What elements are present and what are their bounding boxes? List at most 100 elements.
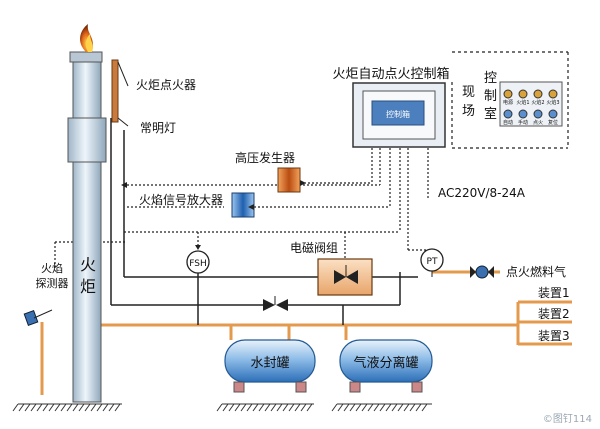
ground-hatch-mark [222,403,229,412]
panel-button-label: 手动 [518,119,528,126]
ground-hatch-mark [30,403,37,412]
panel-indicator-icon [533,89,543,99]
panel-indicator-icon [548,109,558,119]
ground-hatch-mark [270,403,277,412]
panel-indicator-icon [503,89,513,99]
ground-hatch-mark [337,403,344,412]
panel-button-label: 电源 [503,99,513,106]
water-seal-tank [224,339,316,393]
ground-hatch-mark [36,403,43,412]
pt-instrument [420,248,444,277]
ground-hatch [12,403,432,412]
ground-hatch-mark [373,403,380,412]
ground-hatch-mark [409,403,416,412]
panel-button-label: 火焰2 [531,99,544,106]
ground-hatch-mark [294,403,301,412]
control-cabinet [352,82,446,148]
process-pipes [40,270,572,395]
ground-hatch-mark [54,403,61,412]
separator-tank [339,339,433,393]
device3-label: 装置3 [538,329,570,343]
signal-lines [54,51,569,268]
flame-amp-label: 火焰信号放大器 [139,192,223,207]
panel-button-label: 火焰1 [516,99,529,106]
pilot-lamp-label: 常明灯 [140,121,176,135]
ground-hatch-mark [355,403,362,412]
fuel-gas-label: 点火燃料气 [506,264,566,279]
solenoid-valve-group [317,258,373,296]
control-room-label-1: 控 [484,71,497,86]
ground-hatch-mark [361,403,368,412]
igniter-rod [111,59,129,127]
watermark: ©图钉114 [543,413,592,425]
ground-hatch-mark [343,403,350,412]
ground-hatch-mark [42,403,49,412]
ground-hatch-mark [391,403,398,412]
ground-hatch-mark [108,403,115,412]
torch-label-2: 炬 [80,277,96,296]
ground-hatch-mark [246,403,253,412]
ground-hatch-mark [300,403,307,412]
device2-label: 装置2 [538,307,570,321]
hv-generator-label: 高压发生器 [235,150,295,165]
fsh-instrument [186,250,210,277]
ground-hatch-mark [12,403,19,412]
ground-hatch-mark [240,403,247,412]
ground-hatch-mark [216,403,223,412]
signal-arrows [121,180,306,250]
flame-detector-label-1: 火焰 [41,261,63,275]
flare-stack [67,24,107,403]
ground-hatch-mark [403,403,410,412]
ground-hatch-mark [421,403,428,412]
panel-indicator-icon [548,89,558,99]
fuel-gas-inlet-valve [470,265,494,279]
panel-indicator-icon [503,109,513,119]
ground-hatch-mark [66,403,73,412]
ground-hatch-mark [306,403,313,412]
fsh-label: FSH [189,259,207,269]
ground-hatch-mark [96,403,103,412]
control-room-label-3: 室 [484,106,497,122]
panel-button-label: 复位 [548,119,558,126]
ground-hatch-mark [282,403,289,412]
flame-amp-box [231,192,255,218]
panel-button-label: 火焰3 [546,99,559,106]
ground-hatch-mark [228,403,235,412]
ground-hatch-mark [385,403,392,412]
panel-button-label: 自动 [503,119,513,126]
separator-label: 气液分离罐 [353,355,418,371]
ground-hatch-mark [90,403,97,412]
flame-detector-label-2: 探测器 [36,277,69,290]
panel-indicator-icon [518,89,528,99]
ground-hatch-mark [258,403,265,412]
ground-hatch-mark [48,403,55,412]
site-label-2: 场 [462,104,475,119]
ground-hatch-mark [60,403,67,412]
ground-hatch-mark [114,403,121,412]
ground-hatch-mark [331,403,338,412]
panel-indicator-icon [518,109,528,119]
ground-hatch-mark [24,403,31,412]
ground-hatch-mark [288,403,295,412]
ground-hatch-mark [234,403,241,412]
torch-igniter-label: 火炬点火器 [136,78,196,92]
panel-label: 控制箱 [386,109,410,119]
power-label: AC220V/8-24A [438,186,526,200]
ground-hatch-mark [84,403,91,412]
cabinet-title: 火炬自动点火控制箱 [332,66,449,82]
ground-hatch-mark [18,403,25,412]
torch-label-1: 火 [80,255,96,274]
control-room-label-2: 制 [484,89,497,104]
ground-hatch-mark [102,403,109,412]
ground-hatch-mark [252,403,259,412]
device1-label: 装置1 [538,286,570,300]
water-seal-label: 水封罐 [250,356,289,371]
ground-hatch-mark [349,403,356,412]
hv-generator-box [277,167,301,193]
ground-hatch-mark [415,403,422,412]
ground-hatch-mark [397,403,404,412]
panel-indicator-icon [533,109,543,119]
site-label-1: 现 [462,85,475,100]
